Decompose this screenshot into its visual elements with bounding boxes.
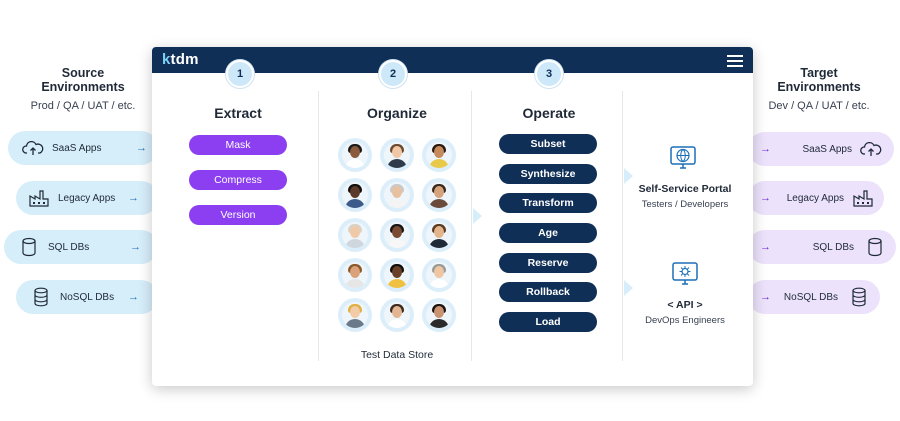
- source-item-label: NoSQL DBs: [60, 291, 115, 303]
- self-service-portal-title: Self-Service Portal: [638, 183, 732, 195]
- target-item-nosql[interactable]: → NoSQL DBs: [748, 280, 880, 314]
- reserve-button[interactable]: Reserve: [499, 253, 597, 273]
- rollback-button[interactable]: Rollback: [499, 282, 597, 302]
- api-monitor-icon[interactable]: [670, 259, 700, 289]
- arrow-right-icon: →: [760, 241, 771, 253]
- target-title-line1: Target: [800, 66, 838, 80]
- arrow-right-icon: →: [128, 192, 139, 204]
- target-item-sql[interactable]: → SQL DBs: [748, 230, 896, 264]
- column-divider: [471, 91, 472, 361]
- step-badge-1: 1: [226, 60, 254, 88]
- source-title: Source Environments: [30, 66, 136, 94]
- k2tdm-logo[interactable]: ktdm: [162, 51, 199, 68]
- source-item-label: SQL DBs: [48, 241, 90, 253]
- chevron-right-icon: [624, 168, 633, 184]
- avatar: [380, 298, 414, 332]
- source-item-legacy[interactable]: Legacy Apps →: [16, 181, 158, 215]
- column-divider: [622, 91, 623, 361]
- subset-button[interactable]: Subset: [499, 134, 597, 154]
- api-subtitle: DevOps Engineers: [645, 315, 725, 326]
- hamburger-menu-icon[interactable]: [727, 55, 743, 70]
- column-divider: [318, 91, 319, 361]
- compress-button[interactable]: Compress: [189, 170, 287, 190]
- avatar: [380, 258, 414, 292]
- database-icon: [22, 237, 36, 257]
- target-item-label: NoSQL DBs: [783, 291, 838, 303]
- target-item-label: Legacy Apps: [786, 192, 844, 204]
- version-button[interactable]: Version: [189, 205, 287, 225]
- target-subtitle: Dev / QA / UAT / etc.: [768, 100, 870, 112]
- source-item-sql[interactable]: SQL DBs →: [4, 230, 158, 264]
- avatar: [338, 218, 372, 252]
- target-item-label: SaaS Apps: [802, 143, 852, 155]
- source-title-line2: Environments: [41, 80, 125, 94]
- arrow-right-icon: →: [128, 291, 139, 303]
- avatar: [422, 218, 456, 252]
- avatar: [338, 178, 372, 212]
- cloud-upload-icon: [860, 141, 882, 156]
- stacked-database-icon: [34, 287, 48, 307]
- factory-icon: [29, 190, 49, 207]
- test-data-store-label: Test Data Store: [360, 349, 434, 361]
- api-title: < API >: [667, 299, 703, 311]
- source-item-label: Legacy Apps: [58, 192, 116, 204]
- avatar: [380, 178, 414, 212]
- source-item-label: SaaS Apps: [52, 142, 102, 154]
- operate-title: Operate: [522, 105, 576, 121]
- avatar: [422, 298, 456, 332]
- target-title-line2: Environments: [777, 80, 861, 94]
- transform-button[interactable]: Transform: [499, 193, 597, 213]
- logo-prefix: k: [162, 51, 171, 68]
- database-icon: [868, 237, 882, 257]
- factory-icon: [853, 190, 873, 207]
- globe-monitor-icon[interactable]: [668, 143, 698, 173]
- target-title: Target Environments: [764, 66, 874, 94]
- synthesize-button[interactable]: Synthesize: [499, 164, 597, 184]
- arrow-right-icon: →: [136, 142, 147, 154]
- arrow-right-icon: →: [130, 241, 141, 253]
- cloud-upload-icon: [22, 140, 44, 155]
- k2view-tdm-window: ktdm 1 2 3 Extract Organize Operate Mask…: [152, 47, 753, 386]
- avatar: [338, 138, 372, 172]
- mask-button[interactable]: Mask: [189, 135, 287, 155]
- stacked-database-icon: [852, 287, 866, 307]
- source-subtitle: Prod / QA / UAT / etc.: [30, 100, 136, 112]
- avatar: [338, 258, 372, 292]
- avatar: [422, 178, 456, 212]
- chevron-right-icon: [624, 280, 633, 296]
- organize-title: Organize: [367, 105, 427, 121]
- load-button[interactable]: Load: [499, 312, 597, 332]
- arrow-right-icon: →: [760, 192, 771, 204]
- chevron-right-icon: [473, 208, 482, 224]
- logo-text: tdm: [170, 51, 199, 68]
- step-badge-2: 2: [379, 60, 407, 88]
- target-item-saas[interactable]: → SaaS Apps: [748, 132, 894, 166]
- self-service-portal-subtitle: Testers / Developers: [641, 199, 729, 210]
- source-item-saas[interactable]: SaaS Apps →: [8, 131, 158, 165]
- step-badge-3: 3: [535, 60, 563, 88]
- avatar: [338, 298, 372, 332]
- avatar: [380, 218, 414, 252]
- arrow-right-icon: →: [760, 291, 771, 303]
- source-title-line1: Source: [61, 66, 105, 80]
- target-item-legacy[interactable]: → Legacy Apps: [748, 181, 884, 215]
- target-item-label: SQL DBs: [812, 241, 854, 253]
- avatar: [422, 258, 456, 292]
- avatar: [422, 138, 456, 172]
- arrow-right-icon: →: [760, 143, 771, 155]
- extract-title: Extract: [214, 105, 262, 121]
- age-button[interactable]: Age: [499, 223, 597, 243]
- avatar: [380, 138, 414, 172]
- source-item-nosql[interactable]: NoSQL DBs →: [16, 280, 158, 314]
